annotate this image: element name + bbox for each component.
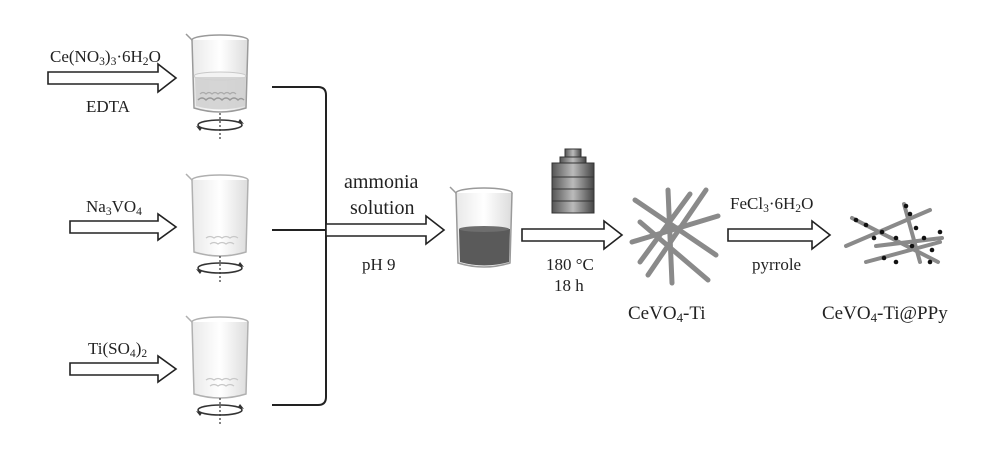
step1-label-line1: ammonia (344, 171, 419, 193)
merge-bracket (272, 86, 327, 406)
arrow-to-beaker-top (47, 62, 178, 94)
beaker-middle (185, 173, 249, 257)
beaker-bottom (185, 315, 249, 399)
step1-label-line2: solution (350, 197, 415, 219)
nanorods-icon (629, 187, 721, 286)
autoclave-icon (551, 148, 595, 214)
arrow-step-hydrothermal (521, 219, 624, 251)
step2-time: 18 h (554, 276, 584, 295)
stirrer-icon (196, 256, 244, 283)
step3-pyrrole: pyrrole (752, 255, 802, 274)
reagent-top-formula: Ce(NO3)3·6H2O (50, 47, 161, 68)
arrow-step-ammonia (325, 214, 446, 246)
arrow-to-beaker-middle (69, 212, 178, 242)
beaker-precipitate (449, 186, 513, 268)
reagent-bottom-formula: Ti(SO4)2 (88, 339, 148, 360)
product2-label: CeVO4-Ti@PPy (822, 303, 948, 326)
beaker-top (185, 33, 249, 113)
arrow-to-beaker-bottom (69, 354, 178, 384)
stirrer-icon (196, 113, 244, 140)
coated-nanorods-icon (844, 202, 944, 265)
step1-condition: pH 9 (362, 255, 396, 274)
product1-label: CeVO4-Ti (628, 303, 706, 326)
step3-reagent: FeCl3·6H2O (730, 194, 814, 215)
arrow-step-polymerization (727, 219, 832, 251)
step2-temperature: 180 °C (546, 255, 594, 274)
stirrer-icon (196, 398, 244, 425)
reagent-middle-formula: Na3VO4 (86, 197, 142, 218)
reagent-top-edta: EDTA (86, 97, 130, 116)
